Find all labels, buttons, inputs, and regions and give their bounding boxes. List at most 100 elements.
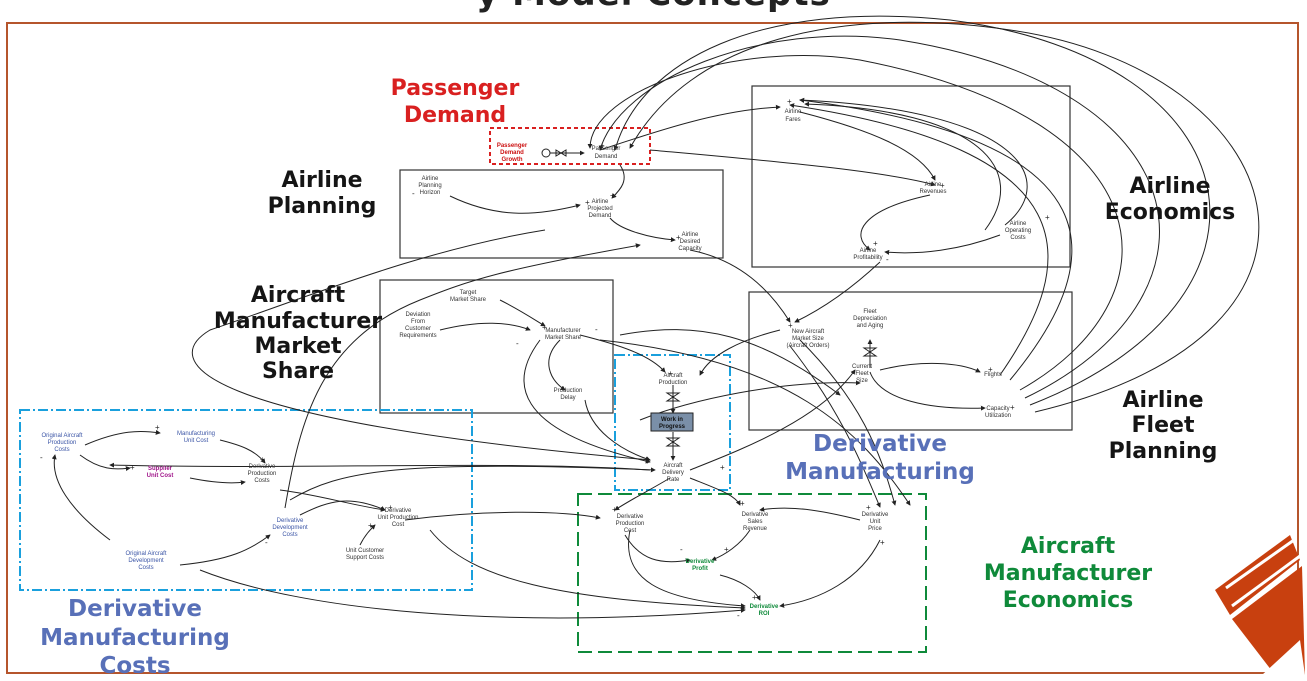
svg-text:Fares: Fares [785,117,800,123]
node-manufacturer-market-share: Manufacturer Market Share [545,328,582,341]
svg-text:+: + [645,457,650,466]
node-airline-profitability: Airline Profitability [853,248,882,261]
svg-text:Passenger: Passenger [497,143,528,149]
svg-text:Cost: Cost [392,522,405,528]
svg-text:Unit Cost: Unit Cost [147,473,174,479]
svg-text:Aircraft: Aircraft [663,373,682,379]
svg-text:Delivery: Delivery [662,470,684,476]
svg-text:+: + [1010,403,1015,412]
node-target-market-share: Target Market Share [450,290,487,303]
svg-text:Size: Size [856,378,868,384]
svg-text:Unit: Unit [870,519,881,525]
svg-text:Manufacturer: Manufacturer [984,561,1152,586]
svg-text:and Aging: and Aging [857,323,884,329]
svg-text:Derivative: Derivative [249,464,276,470]
svg-text:Fleet: Fleet [863,309,877,315]
svg-text:Economics: Economics [1105,200,1236,225]
node-derivative-sales-revenue: Derivative Sales Revenue [742,512,769,532]
svg-text:Demand: Demand [500,150,524,156]
node-airline-projected-demand: Airline Projected Demand [587,199,612,219]
svg-text:Costs: Costs [1010,235,1025,241]
svg-text:Original Aircraft: Original Aircraft [41,433,82,439]
svg-text:Customer: Customer [405,326,431,332]
svg-text:+: + [866,503,871,512]
section-derivative-manufacturing-costs: Derivative Manufacturing Costs [40,596,230,679]
svg-text:Economics: Economics [1003,588,1134,613]
svg-text:Requirements: Requirements [399,333,436,339]
svg-text:Share: Share [262,359,334,384]
svg-text:Airline: Airline [1010,221,1027,227]
node-airline-planning-horizon: Airline Planning Horizon [418,176,441,196]
manufacturing-costs-box [19,409,473,591]
svg-text:+: + [668,369,673,378]
svg-text:Cost: Cost [624,528,637,534]
node-production-delay: Production Delay [554,388,583,401]
svg-text:Derivative: Derivative [742,512,769,518]
slide-frame [6,22,1299,674]
node-passenger-demand-growth: Passenger Demand Growth [497,143,528,163]
market-share-box [379,279,614,414]
svg-text:From: From [411,319,425,325]
svg-text:Manufacturer: Manufacturer [214,309,382,334]
section-airline-economics: Airline Economics [1105,174,1236,225]
svg-text:Development: Development [128,558,164,564]
svg-text:+: + [724,545,729,554]
svg-text:New Aircraft: New Aircraft [792,329,825,335]
svg-text:Sales: Sales [747,519,762,525]
svg-text:Deviation: Deviation [405,312,430,318]
feedback-arcs [51,15,1260,619]
section-airline-planning: Airline Planning [268,168,377,219]
svg-text:Airline: Airline [682,232,699,238]
node-flights: Flights [984,372,1002,378]
node-unit-customer-support-costs: Unit Customer Support Costs [346,548,384,561]
node-manufacturing-unit-cost: Manufacturing Unit Cost [177,431,215,444]
svg-text:Production: Production [659,380,688,386]
node-new-aircraft-market-size: New Aircraft Market Size (Aircraft Order… [786,329,829,349]
svg-text:Target: Target [460,290,477,296]
svg-text:+: + [1045,213,1050,222]
svg-text:Production: Production [616,521,645,527]
svg-text:Derivative: Derivative [813,431,947,457]
svg-text:Market Share: Market Share [545,335,582,341]
svg-text:Airline: Airline [592,199,609,205]
svg-text:Costs: Costs [254,478,269,484]
node-airline-revenues: Airline Revenues [919,182,946,195]
svg-text:Rate: Rate [667,477,680,483]
svg-text:Flights: Flights [984,372,1002,378]
svg-text:-: - [737,611,740,620]
fleet-planning-box [748,291,1073,431]
flow-valve-fleet [862,339,878,368]
svg-text:Delay: Delay [560,395,575,401]
svg-text:-: - [265,538,268,547]
svg-text:Growth: Growth [502,157,523,163]
svg-text:Market Size: Market Size [792,336,824,342]
svg-text:-: - [680,545,683,554]
node-airline-desired-capacity: Airline Desired Capacity [678,232,701,252]
svg-text:Costs: Costs [138,565,153,571]
node-original-aircraft-development-costs: Original Aircraft Development Costs [125,551,166,571]
svg-text:Airline: Airline [281,168,362,193]
pencil-graphic [1215,528,1305,675]
svg-text:Desired: Desired [680,239,701,245]
node-airline-fares: Airline Fares [785,109,802,123]
svg-text:Production: Production [248,471,277,477]
section-aircraft-manufacturer-economics: Aircraft Manufacturer Economics [984,534,1152,613]
flow-valve-passenger [541,148,585,158]
svg-text:Manufacturing: Manufacturing [785,459,975,485]
section-airline-fleet-planning: Airline Fleet Planning [1109,388,1218,464]
svg-text:+: + [788,321,793,330]
svg-text:Current: Current [852,364,872,370]
svg-text:Airline: Airline [1129,174,1210,199]
svg-text:Derivative: Derivative [277,518,304,524]
svg-text:Derivative: Derivative [617,514,644,520]
svg-text:Derivative: Derivative [862,512,889,518]
node-deviation-requirements: Deviation From Customer Requirements [399,312,436,339]
svg-text:+: + [155,423,160,432]
node-work-in-progress: Work in Progress [659,417,686,430]
svg-text:Passenger: Passenger [592,146,621,152]
svg-text:Planning: Planning [268,194,377,219]
svg-text:Utilization: Utilization [985,413,1011,419]
svg-text:Unit Customer: Unit Customer [346,548,384,554]
passenger-demand-box [489,127,651,165]
svg-text:+: + [880,538,885,547]
